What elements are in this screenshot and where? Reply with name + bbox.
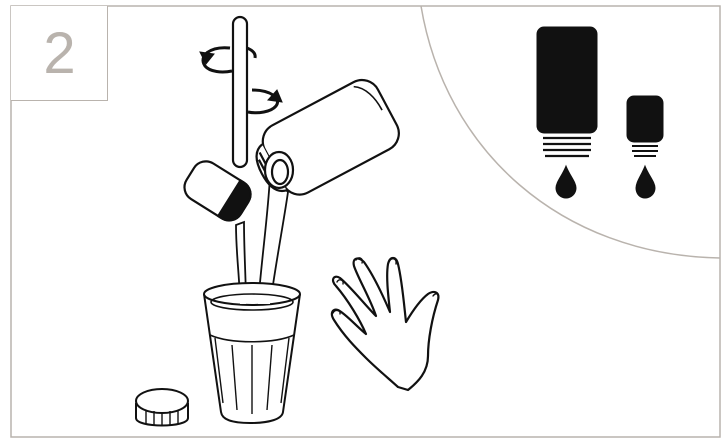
screw-cap-icon [136, 389, 188, 426]
step-badge: 2 [11, 6, 108, 101]
step-number: 2 [11, 14, 108, 94]
outer-frame [11, 6, 720, 437]
stir-stick-icon [233, 17, 247, 167]
